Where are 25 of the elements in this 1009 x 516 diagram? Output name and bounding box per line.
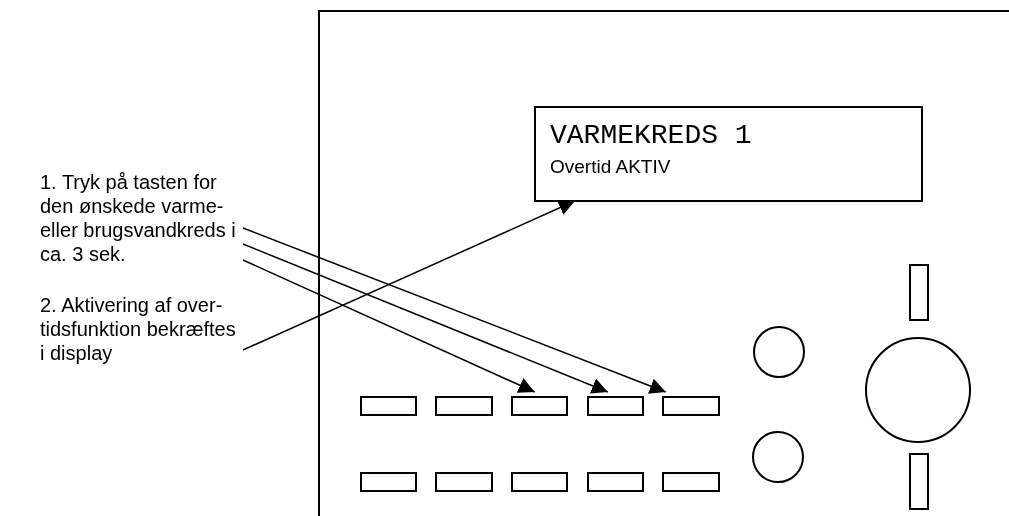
key-button — [435, 396, 493, 416]
key-button — [587, 472, 644, 492]
key-button — [587, 396, 644, 416]
arrow — [242, 200, 576, 351]
key-button — [662, 472, 720, 492]
arrow — [242, 227, 667, 394]
display-text: Overtid AKTIV — [550, 156, 671, 178]
arrow — [242, 259, 536, 393]
key-button — [360, 472, 417, 492]
control-panel — [318, 10, 1009, 516]
key-button — [662, 396, 720, 416]
arrow — [242, 243, 609, 394]
instruction-text: 2. Aktivering af over- tidsfunktion bekræftes i display — [40, 293, 241, 369]
key-button — [511, 472, 568, 492]
key-button — [435, 472, 493, 492]
dial-knob — [865, 337, 971, 443]
round-button — [752, 431, 804, 483]
display-heading: VARMEKREDS 1 — [550, 120, 752, 151]
round-button — [753, 326, 805, 378]
vertical-button — [909, 264, 929, 321]
key-button — [511, 396, 568, 416]
instruction-text: 1. Tryk på tasten for den ønskede varme- eller brugsvandkreds i ca. 3 sek. — [40, 170, 241, 270]
vertical-button — [909, 453, 929, 510]
key-button — [360, 396, 417, 416]
display-screen — [534, 106, 923, 202]
